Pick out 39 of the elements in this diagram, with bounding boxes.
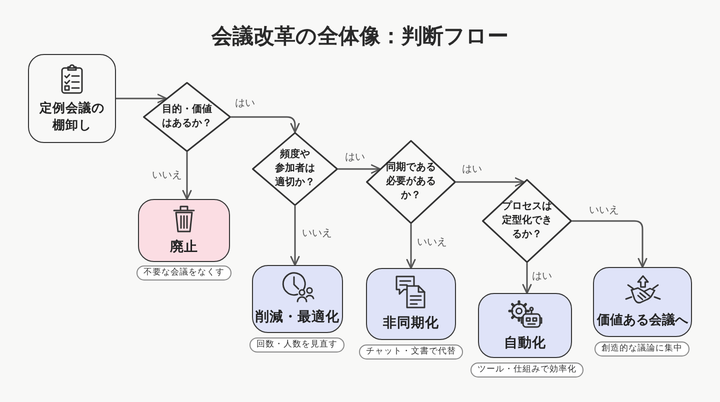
step-title: 価値ある会議へ [597,312,688,330]
arrow [406,224,416,269]
caption-pill: チャット・文書で代替 [359,344,463,360]
arrow [290,206,300,266]
title: 会議改革の全体像：判断フロー [212,23,508,50]
arrow [572,220,648,268]
step-title: 廃止 [170,238,198,256]
caption-pill: 回数・人数を見直す [250,337,344,353]
step-title: 定例会議の棚卸し [38,100,106,133]
edge-label: はい [530,271,554,283]
caption-pill: ツール・仕組みで効率化 [470,362,584,378]
decision-diamond: 同期である必要があるか？ [366,140,456,224]
step-title: 自動化 [504,334,546,352]
decision-diamond: プロセスは定型化できるか？ [482,179,572,263]
decision-diamond: 頻度や参加者は適切か？ [252,132,338,206]
caption-pill: 創造的な議論に集中 [594,341,690,357]
edge-label: いいえ [300,228,334,240]
arrow [182,152,192,200]
arrow [456,177,525,187]
outcome-box [478,293,572,358]
decision-diamond: 目的・価値はあるか？ [143,82,231,152]
outcome-box [366,268,456,340]
arrow [116,94,168,104]
arrow [522,263,532,294]
outcome-box [593,267,692,337]
edge-label: はい [460,164,484,176]
edge-label: はい [233,98,257,110]
edge-label: はい [343,152,367,164]
step-title: 非同期化 [383,315,439,333]
edge-label: いいえ [415,237,449,249]
edge-label: いいえ [150,170,184,182]
outcome-box [252,265,343,333]
arrow [231,116,300,133]
edge-label: いいえ [587,205,621,217]
arrow [338,164,381,174]
start-box [28,54,116,143]
step-title: 削減・最適化 [256,309,340,327]
caption-pill: 不要な会議をなくす [136,265,232,281]
outcome-box [138,199,230,262]
